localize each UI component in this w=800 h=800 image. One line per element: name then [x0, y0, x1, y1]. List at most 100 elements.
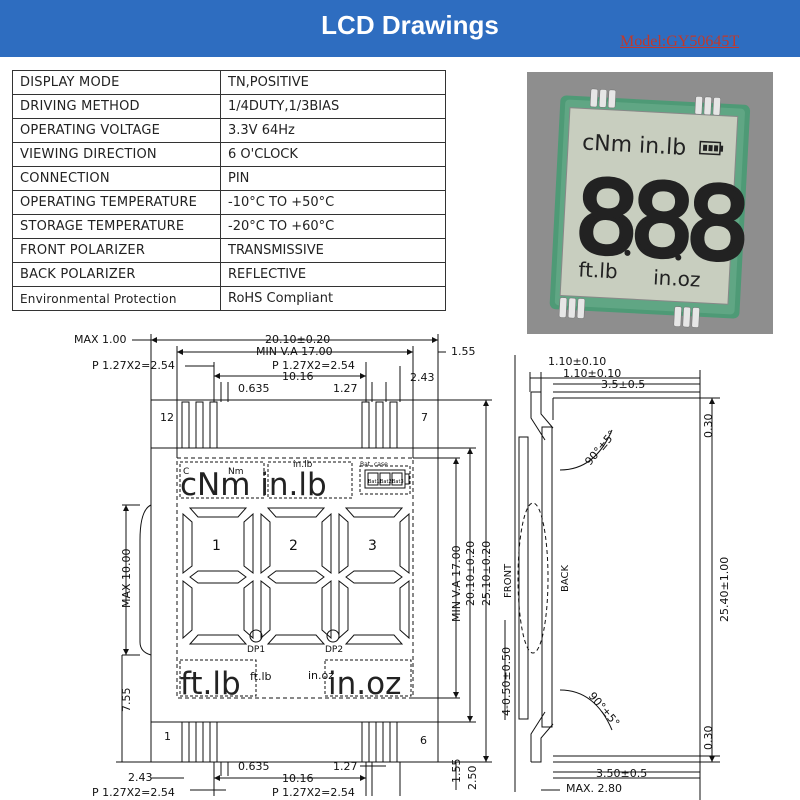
- front-top-pins: [181, 401, 398, 449]
- front-bottom-pins: [181, 721, 398, 763]
- dp2-label: DP2: [325, 645, 343, 655]
- digit-3-outline: [338, 507, 410, 645]
- spec-key: Environmental Protection: [12, 286, 221, 311]
- side-front-label: FRONT: [503, 563, 514, 598]
- dim-127-bot: 1.27: [333, 760, 358, 773]
- seg-inlb-label: in.lb: [293, 460, 313, 470]
- spec-value: PIN: [220, 166, 446, 191]
- side-view: [504, 355, 720, 800]
- spec-key: VIEWING DIRECTION: [12, 142, 221, 167]
- spec-value: TRANSMISSIVE: [220, 238, 446, 263]
- dim-243-top: 2.43: [410, 371, 435, 384]
- dim-pitch-bot-left: P 1.27X2=2.54: [92, 786, 175, 799]
- dim-755: 7.55: [120, 688, 133, 713]
- spec-key: STORAGE TEMPERATURE: [12, 214, 221, 239]
- dim-max-1: MAX 1.00: [74, 333, 127, 346]
- dim-250-bot: 2.50: [466, 766, 479, 791]
- dp1-label: DP1: [247, 645, 265, 655]
- digit-3-label: 3: [368, 538, 377, 554]
- dim-pitch-bot-mid: P 1.27X2=2.54: [272, 786, 355, 799]
- photo-units-inoz: in.oz: [653, 265, 702, 291]
- photo-units-top: cNm in.lb: [582, 130, 687, 160]
- dim-0635-bot: 0.635: [238, 760, 270, 773]
- dim-0635-top: 0.635: [238, 382, 270, 395]
- seg-case-label: case: [374, 461, 388, 468]
- side-dim-4050: 4-0.50±0.50: [500, 647, 513, 716]
- lcd-units-inoz: in.oz: [328, 666, 401, 702]
- pin-6-label: 6: [420, 734, 427, 747]
- side-dim-110-a: 1.10±0.10: [548, 355, 606, 368]
- digit-2-outline: [260, 507, 332, 645]
- inoz-small-label: in.oz: [308, 669, 334, 682]
- side-back-label: BACK: [560, 564, 571, 592]
- spec-value: TN,POSITIVE: [220, 70, 446, 95]
- side-angle-bot: 90°±5°: [586, 690, 622, 730]
- dim-1016-bot: 10.16: [282, 772, 314, 785]
- model-link[interactable]: Model:GY50645T: [620, 33, 740, 50]
- digit-2-label: 2: [289, 538, 298, 554]
- spec-key: OPERATING TEMPERATURE: [12, 190, 221, 215]
- dim-127-top: 1.27: [333, 382, 358, 395]
- seg-nm-label: Nm: [228, 467, 244, 477]
- dim-pitch-top-left: P 1.27X2=2.54: [92, 359, 175, 372]
- spec-key: CONNECTION: [12, 166, 221, 191]
- side-dim-350: 3.50±0.5: [596, 767, 647, 780]
- battery-icon: [698, 140, 724, 156]
- spec-key: DISPLAY MODE: [12, 70, 221, 95]
- side-dim-2540: 25.40±1.00: [718, 557, 731, 622]
- side-dim-030-bot: 0.30: [702, 726, 715, 751]
- dim-155-top: 1.55: [451, 345, 476, 358]
- digit-1-label: 1: [212, 538, 221, 554]
- dim-min-va-width: MIN V.A 17.00: [256, 345, 333, 358]
- pin-1-label: 1: [164, 730, 171, 743]
- dim-243-bot: 2.43: [128, 771, 153, 784]
- spec-value: 3.3V 64Hz: [220, 118, 446, 143]
- pin-7-label: 7: [421, 411, 428, 424]
- lcd-units-ftlb: ft.lb: [180, 666, 241, 702]
- ftlb-small-label: ft.lb: [250, 670, 272, 683]
- dim-min-va-height: MIN V.A 17.00: [450, 545, 463, 622]
- side-dim-030-top: 0.30: [702, 414, 715, 439]
- spec-key: DRIVING METHOD: [12, 94, 221, 119]
- dim-height-2510: 25.10±0.20: [480, 541, 493, 606]
- header-banner: [0, 0, 800, 57]
- side-dim-110-b: 1.10±0.10: [563, 367, 621, 380]
- dim-1016-top: 10.16: [282, 370, 314, 383]
- spec-value: RoHS Compliant: [220, 286, 446, 311]
- photo-digits: 888: [572, 158, 746, 284]
- seg-bat-label: Bat: [360, 461, 371, 468]
- module-outline: [150, 399, 439, 763]
- spec-value: REFLECTIVE: [220, 262, 446, 287]
- top-pins: [589, 88, 721, 116]
- dim-pitch-top-mid: P 1.27X2=2.54: [272, 359, 355, 372]
- seg-c-label: C: [183, 467, 189, 477]
- dim-max-10: MAX 10.00: [120, 548, 133, 608]
- dim-155-bot: 1.55: [450, 759, 463, 784]
- spec-row: STORAGE TEMPERATURE-20°C TO +60°C: [12, 214, 446, 239]
- dim-height-2010: 20.10±0.20: [464, 541, 477, 606]
- side-dim-35: 3.5±0.5: [601, 378, 645, 391]
- bottom-pins: [558, 297, 700, 328]
- photo-units-ftlb: ft.lb: [578, 257, 618, 283]
- page-title: LCD Drawings: [321, 10, 499, 40]
- lcd-glass: [559, 107, 739, 305]
- side-dim-max-280: MAX. 2.80: [566, 782, 622, 795]
- seg-bat2-label: Bat2: [380, 479, 392, 485]
- seg-bat1-label: Bat1: [368, 479, 380, 485]
- seg-bat3-label: Bat3: [392, 479, 404, 485]
- dim-width-total: 20.10±0.20: [265, 333, 330, 346]
- pin-12-label: 12: [160, 411, 174, 424]
- digit-1-outline: [182, 507, 254, 645]
- spec-key: FRONT POLARIZER: [12, 238, 221, 263]
- lcd-units-top: cNm in.lb: [180, 467, 327, 503]
- side-angle-top: 90°±5°: [582, 428, 618, 468]
